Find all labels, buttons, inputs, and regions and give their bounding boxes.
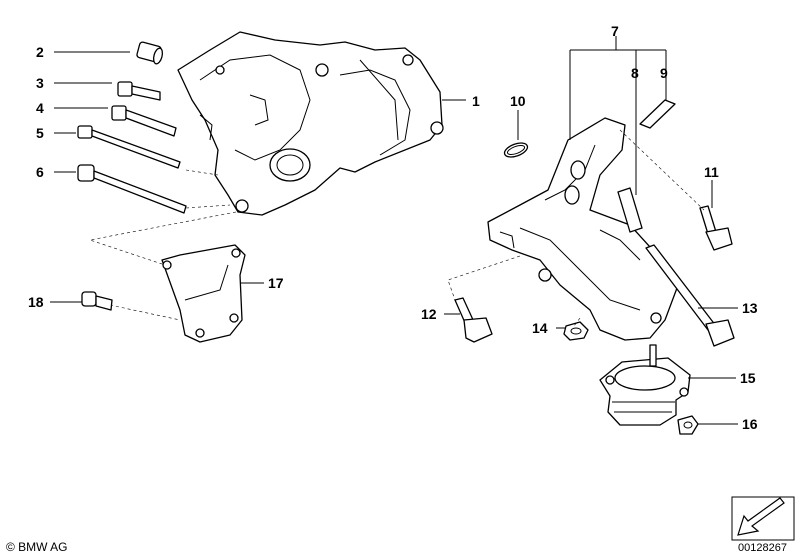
callout-2: 2 bbox=[36, 44, 44, 60]
part-13-long-bolt bbox=[645, 244, 735, 347]
callout-10: 10 bbox=[510, 93, 526, 109]
part-15-engine-mount bbox=[599, 344, 691, 426]
callout-15: 15 bbox=[740, 370, 756, 386]
arrow-southwest-icon bbox=[731, 496, 795, 541]
part-17-plate bbox=[161, 244, 246, 343]
part-6-long-bolt bbox=[77, 164, 187, 214]
part-14-nut bbox=[563, 321, 589, 341]
part-16-nut bbox=[677, 415, 699, 435]
callout-11: 11 bbox=[704, 164, 719, 180]
callout-8: 8 bbox=[631, 65, 639, 81]
diagram-code: 00128267 bbox=[738, 542, 787, 554]
part-9-stud bbox=[639, 99, 676, 129]
part-11-bolt bbox=[699, 205, 733, 251]
callout-7: 7 bbox=[611, 23, 619, 39]
part-2-sleeve bbox=[136, 41, 164, 65]
part-10-ring bbox=[503, 142, 529, 158]
callout-4: 4 bbox=[36, 100, 44, 116]
part-8-stud bbox=[617, 187, 643, 233]
part-4-bolt bbox=[111, 105, 177, 137]
callout-5: 5 bbox=[36, 125, 44, 141]
callout-12: 12 bbox=[421, 306, 437, 322]
callout-3: 3 bbox=[36, 75, 44, 91]
callout-6: 6 bbox=[36, 164, 44, 180]
part-1-engine-bracket bbox=[177, 31, 444, 216]
part-3-bolt bbox=[117, 81, 161, 101]
copyright-text: © BMW AG bbox=[6, 540, 68, 554]
callout-1: 1 bbox=[472, 93, 480, 109]
callout-16: 16 bbox=[742, 416, 758, 432]
callout-13: 13 bbox=[742, 300, 758, 316]
callout-17: 17 bbox=[268, 275, 284, 291]
part-18-bolt bbox=[81, 291, 113, 311]
callout-14: 14 bbox=[532, 320, 548, 336]
part-5-long-bolt bbox=[77, 125, 181, 169]
part-12-bolt bbox=[454, 297, 493, 343]
callout-9: 9 bbox=[660, 65, 668, 81]
part-7-mount-bracket bbox=[487, 117, 681, 341]
callout-18: 18 bbox=[28, 294, 44, 310]
